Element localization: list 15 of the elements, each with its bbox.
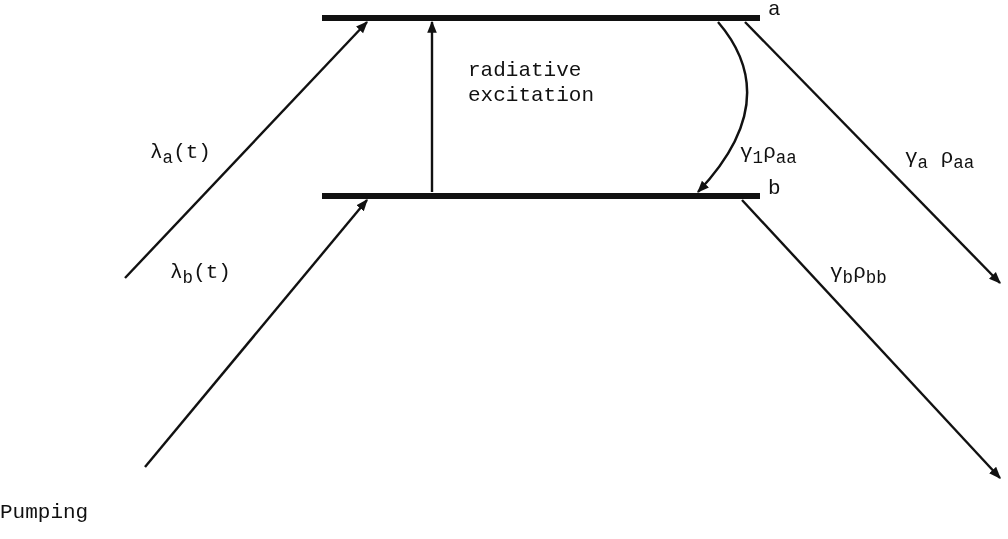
arrow <box>741 199 1001 479</box>
level-label: b <box>768 176 781 202</box>
edge-label: λ$_{a}$(t) <box>150 140 211 170</box>
note-label: Pumping <box>0 500 89 526</box>
level-label: a <box>768 0 781 23</box>
arrow <box>744 21 1001 284</box>
edge-label: radiative excitation <box>468 58 596 109</box>
edge-label: γ$_{1}$ρ$_{aa}$ <box>740 140 797 170</box>
edge-label: γ$_{a}$ ρ$_{aa}$ <box>905 145 975 175</box>
arrow <box>427 20 437 192</box>
edge-label: λ$_{b}$(t) <box>170 260 231 290</box>
arrow <box>697 21 749 193</box>
arrow <box>124 21 368 279</box>
arrow <box>144 199 368 468</box>
edge-label: γ$_{b}$ρ$_{bb}$ <box>830 260 887 290</box>
